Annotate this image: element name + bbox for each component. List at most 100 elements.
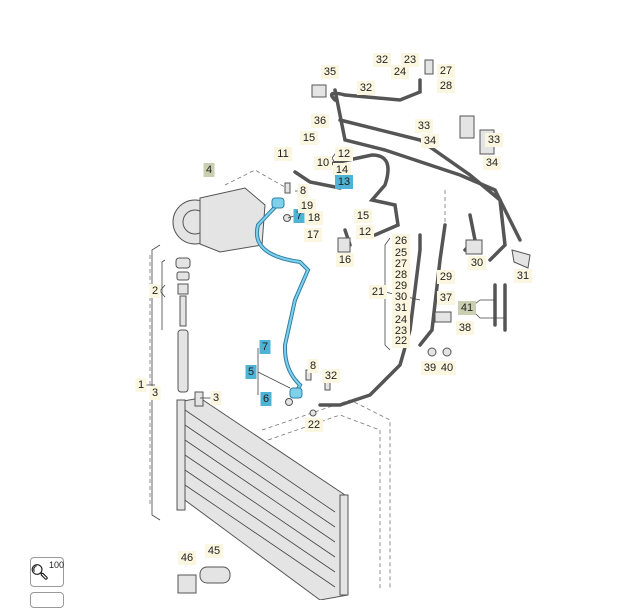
callout-background (373, 53, 391, 67)
callout-background (401, 53, 419, 67)
callout-number: 46 (181, 552, 193, 564)
callout-number: 17 (307, 229, 319, 241)
callout-background (305, 211, 323, 225)
callout-number: 8 (300, 185, 306, 197)
callout-12b[interactable]: 12 (356, 225, 374, 239)
callout-39[interactable]: 39 (421, 361, 439, 375)
callout-17[interactable]: 17 (304, 228, 322, 242)
callout-25[interactable]: 25 (392, 246, 410, 260)
callout-number: 12 (338, 148, 350, 160)
callout-4[interactable]: 4 (203, 163, 215, 177)
callout-number: 29 (395, 280, 407, 292)
callout-46[interactable]: 46 (178, 551, 196, 565)
callout-36[interactable]: 36 (311, 114, 329, 128)
callout-14[interactable]: 14 (333, 163, 351, 177)
callout-32c[interactable]: 32 (322, 369, 340, 383)
callout-number: 1 (138, 379, 144, 391)
callout-number: 32 (325, 370, 337, 382)
callout-background (369, 285, 387, 299)
callout-number: 39 (424, 362, 436, 374)
callout-34a[interactable]: 34 (421, 134, 439, 148)
callout-number: 15 (303, 132, 315, 144)
callout-background (135, 378, 147, 392)
callout-12a[interactable]: 12 (335, 147, 353, 161)
callout-19[interactable]: 19 (298, 199, 316, 213)
callout-26[interactable]: 26 (392, 234, 410, 248)
callout-number: 3 (213, 392, 219, 404)
callout-13[interactable]: 13 (335, 175, 353, 189)
callout-number: 34 (424, 135, 436, 147)
callout-background (260, 392, 272, 406)
callout-number: 31 (395, 302, 407, 314)
callout-background (335, 175, 353, 189)
callout-number: 3 (152, 387, 158, 399)
callout-number: 28 (440, 80, 452, 92)
callout-number: 33 (418, 120, 430, 132)
callout-35[interactable]: 35 (321, 65, 339, 79)
callout-38[interactable]: 38 (456, 321, 474, 335)
callout-27a[interactable]: 27 (437, 64, 455, 78)
callout-background (210, 391, 222, 405)
callout-24b[interactable]: 24 (392, 313, 410, 327)
callout-number: 18 (308, 212, 320, 224)
callout-number: 8 (310, 360, 316, 372)
callout-34b[interactable]: 34 (483, 156, 501, 170)
callout-28b[interactable]: 28 (392, 268, 410, 282)
callout-31a[interactable]: 31 (392, 301, 410, 315)
callout-31b[interactable]: 31 (514, 269, 532, 283)
callout-background (392, 257, 410, 271)
callout-33a[interactable]: 33 (415, 119, 433, 133)
callout-11[interactable]: 11 (274, 147, 292, 161)
callout-background (421, 134, 439, 148)
callout-5[interactable]: 5 (245, 365, 257, 379)
callout-7b[interactable]: 7 (259, 340, 271, 354)
callout-28a[interactable]: 28 (437, 79, 455, 93)
callout-background (298, 199, 316, 213)
callout-3b[interactable]: 3 (210, 391, 222, 405)
callout-33b[interactable]: 33 (485, 133, 503, 147)
magnifier-icon: 🔍︎ (29, 564, 50, 581)
callout-2[interactable]: 2 (149, 284, 161, 298)
callout-7a[interactable]: 7 (293, 209, 305, 223)
callout-number: 4 (206, 164, 212, 176)
callout-15a[interactable]: 15 (300, 131, 318, 145)
callout-29a[interactable]: 29 (392, 279, 410, 293)
zoom-100-button[interactable]: 🔍︎ 100 (30, 557, 64, 587)
callout-27b[interactable]: 27 (392, 257, 410, 271)
callout-16[interactable]: 16 (336, 253, 354, 267)
zoom-fit-button[interactable] (30, 592, 64, 608)
callout-37[interactable]: 37 (437, 291, 455, 305)
callout-background (438, 361, 456, 375)
callout-background (485, 133, 503, 147)
callout-24a[interactable]: 24 (391, 65, 409, 79)
callout-30b[interactable]: 30 (468, 256, 486, 270)
callout-41[interactable]: 41 (458, 301, 476, 315)
callout-background (437, 79, 455, 93)
callout-29b[interactable]: 29 (437, 270, 455, 284)
callout-8a[interactable]: 8 (297, 184, 309, 198)
callout-background (178, 551, 196, 565)
callout-21[interactable]: 21 (369, 285, 387, 299)
callout-22a[interactable]: 22 (392, 334, 410, 348)
callout-number: 22 (308, 419, 320, 431)
callout-32a[interactable]: 32 (373, 53, 391, 67)
callout-10[interactable]: 10 (314, 156, 332, 170)
callout-number: 12 (359, 226, 371, 238)
callout-3a[interactable]: 3 (149, 386, 161, 400)
callout-number: 25 (395, 247, 407, 259)
callout-22b[interactable]: 22 (305, 418, 323, 432)
callout-1[interactable]: 1 (135, 378, 147, 392)
callout-8b[interactable]: 8 (307, 359, 319, 373)
callout-18[interactable]: 18 (305, 211, 323, 225)
callout-40[interactable]: 40 (438, 361, 456, 375)
callout-15b[interactable]: 15 (354, 209, 372, 223)
callout-6[interactable]: 6 (260, 392, 272, 406)
callout-30a[interactable]: 30 (392, 290, 410, 304)
callout-number: 22 (395, 335, 407, 347)
callout-32b[interactable]: 32 (357, 81, 375, 95)
callout-number: 16 (339, 254, 351, 266)
callout-23a[interactable]: 23 (401, 53, 419, 67)
callout-45[interactable]: 45 (205, 544, 223, 558)
callout-number: 29 (440, 271, 452, 283)
